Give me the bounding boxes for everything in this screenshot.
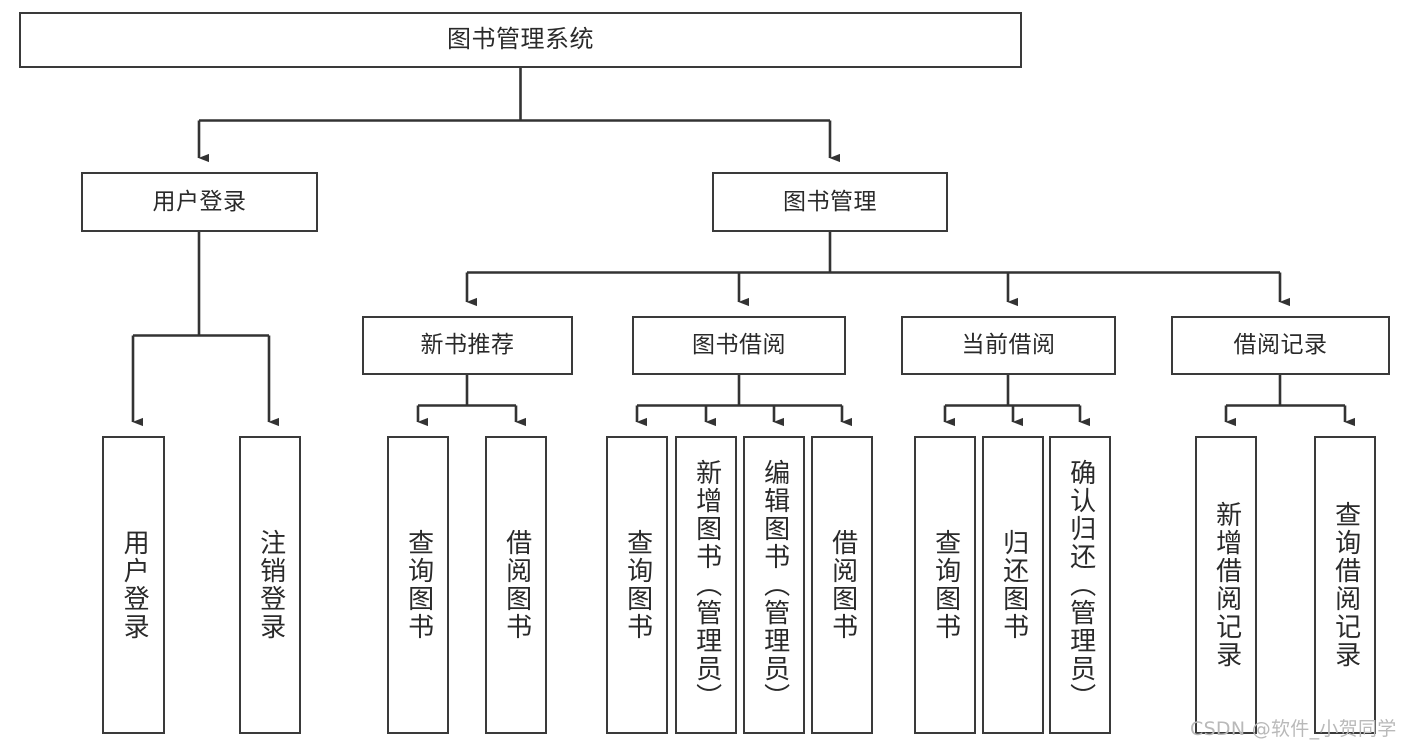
node-leaf-query-record-label: 查询借阅记录 [1330,501,1361,669]
node-user-login[interactable]: 用户登录 [81,172,318,232]
node-leaf-confirm-return[interactable]: 确认归还（管理员） [1049,436,1111,734]
node-leaf-borrow-book-1-label: 借阅图书 [501,529,532,641]
node-leaf-query-book-2-label: 查询图书 [622,529,653,641]
node-root-system[interactable]: 图书管理系统 [19,12,1022,68]
node-leaf-borrow-book-2[interactable]: 借阅图书 [811,436,873,734]
node-leaf-add-book-label: 新增图书（管理员） [691,459,722,711]
node-new-book-recommend[interactable]: 新书推荐 [362,316,573,375]
node-leaf-query-book-3-label: 查询图书 [930,529,961,641]
node-leaf-query-book-1[interactable]: 查询图书 [387,436,449,734]
node-book-manage-label: 图书管理 [783,188,877,215]
node-new-book-recommend-label: 新书推荐 [420,332,515,359]
node-borrow-record[interactable]: 借阅记录 [1171,316,1390,375]
node-current-borrow[interactable]: 当前借阅 [901,316,1116,375]
node-leaf-query-book-1-label: 查询图书 [403,529,434,641]
node-leaf-add-record[interactable]: 新增借阅记录 [1195,436,1257,734]
node-book-borrow-label: 图书借阅 [692,332,786,359]
node-leaf-borrow-book-2-label: 借阅图书 [827,529,858,641]
node-root-system-label: 图书管理系统 [447,25,594,54]
node-book-manage[interactable]: 图书管理 [712,172,948,232]
node-leaf-user-logout[interactable]: 注销登录 [239,436,301,734]
node-leaf-edit-book[interactable]: 编辑图书（管理员） [743,436,805,734]
node-leaf-query-record[interactable]: 查询借阅记录 [1314,436,1376,734]
node-leaf-borrow-book-1[interactable]: 借阅图书 [485,436,547,734]
watermark-text: CSDN @软件_小贺同学 [1190,718,1397,740]
node-leaf-edit-book-label: 编辑图书（管理员） [759,459,790,711]
node-leaf-user-login-label: 用户登录 [119,529,150,641]
node-leaf-return-book[interactable]: 归还图书 [982,436,1044,734]
node-leaf-return-book-label: 归还图书 [998,529,1029,641]
node-leaf-user-login[interactable]: 用户登录 [102,436,165,734]
node-user-login-label: 用户登录 [152,188,247,215]
node-leaf-query-book-3[interactable]: 查询图书 [914,436,976,734]
node-leaf-query-book-2[interactable]: 查询图书 [606,436,668,734]
node-leaf-add-book[interactable]: 新增图书（管理员） [675,436,737,734]
node-leaf-user-logout-label: 注销登录 [255,529,286,641]
node-book-borrow[interactable]: 图书借阅 [632,316,846,375]
node-borrow-record-label: 借阅记录 [1233,332,1328,359]
node-leaf-confirm-return-label: 确认归还（管理员） [1065,459,1096,711]
node-current-borrow-label: 当前借阅 [961,332,1056,359]
node-leaf-add-record-label: 新增借阅记录 [1211,501,1242,669]
